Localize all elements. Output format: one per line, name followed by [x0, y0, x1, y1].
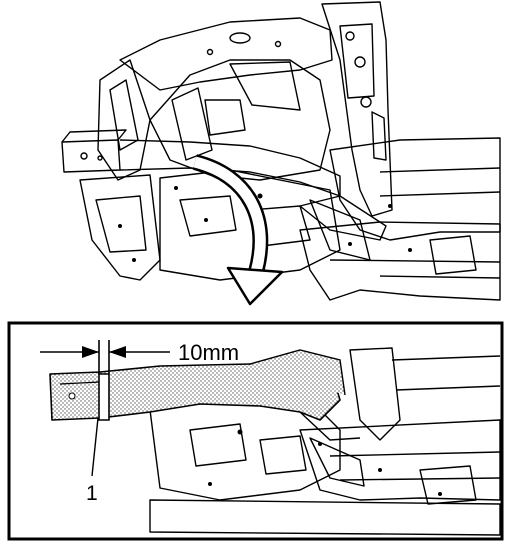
dimension-line — [40, 340, 170, 374]
callout-leader — [91, 417, 99, 477]
curved-arrow-icon — [192, 154, 284, 306]
detail-panel-frame — [7, 321, 504, 541]
highlighted-rail-section — [49, 349, 361, 441]
upper-body-view — [61, 1, 501, 301]
dimension-label: 10mm — [178, 340, 240, 365]
cut-band — [98, 373, 110, 421]
callout-number: 1 — [86, 482, 98, 505]
